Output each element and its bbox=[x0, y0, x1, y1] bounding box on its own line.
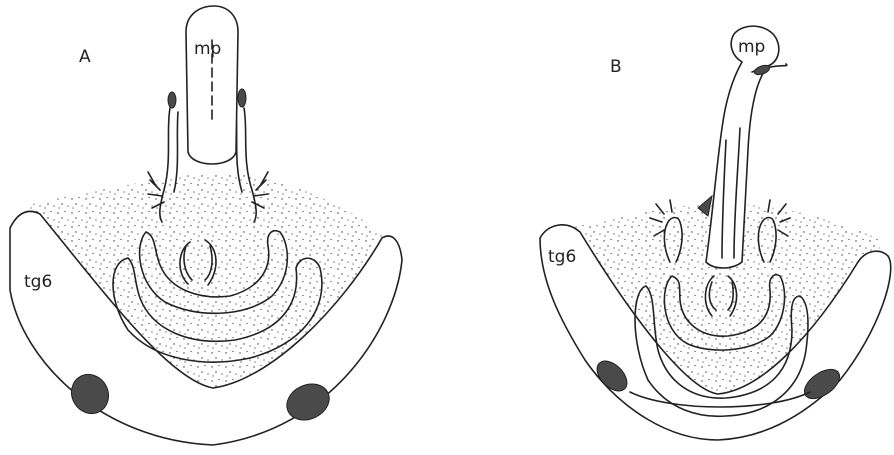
paramere-tip-right-a bbox=[238, 89, 246, 107]
mp-label-b: mp bbox=[738, 37, 765, 57]
tg6-label-a: tg6 bbox=[24, 272, 52, 292]
panel-a: A mp tg6 bbox=[10, 6, 402, 445]
mp-label-a: mp bbox=[194, 39, 221, 59]
panel-label-b: B bbox=[610, 57, 622, 77]
paramere-tip-left-a bbox=[168, 92, 176, 108]
panel-label-a: A bbox=[79, 47, 91, 67]
panel-b: B mp tg6 bbox=[540, 26, 891, 440]
tg6-label-b: tg6 bbox=[548, 247, 576, 267]
